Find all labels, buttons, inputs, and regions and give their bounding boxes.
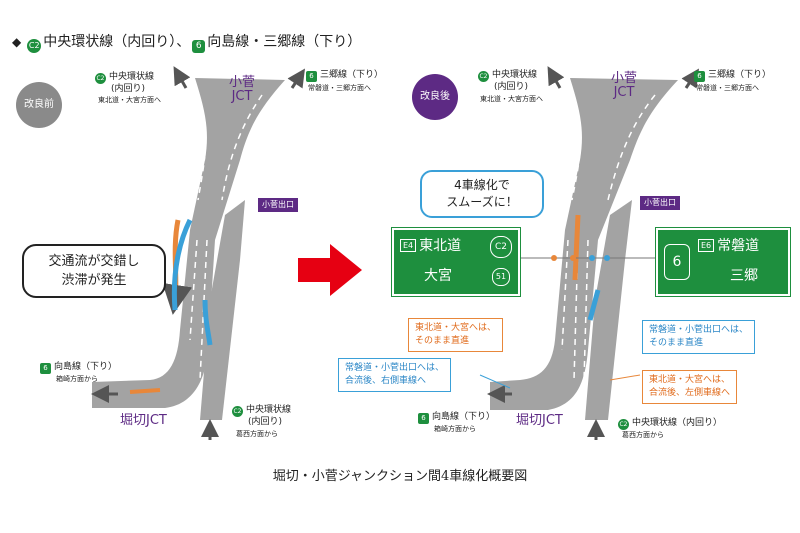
after-main-road	[490, 78, 678, 410]
after-c2-dest: 東北道・大宮方面へ	[480, 95, 543, 103]
after-c2-bottom-from: 葛西方面から	[622, 431, 664, 439]
heading-part2: 向島線・三郷線（下り）	[207, 34, 362, 50]
before-jct-bottom: 堀切JCT	[120, 413, 167, 428]
note-tohoku-straight: 東北道・大宮へは、そのまま直進	[408, 318, 504, 352]
c2-route-icon: C2	[232, 406, 243, 417]
after-badge: 改良後	[412, 74, 458, 120]
after-c2-label2: (内回り)	[494, 82, 529, 92]
c2-route-icon: C2	[95, 73, 106, 84]
c2-route-icon: C2	[478, 71, 489, 82]
after-exit-ramp	[585, 200, 632, 420]
c2-route-icon: C2	[27, 39, 42, 53]
route-6-icon: 6	[40, 363, 51, 374]
before-exit-label: 小菅出口	[258, 198, 298, 212]
route-51-icon: 51	[492, 268, 510, 286]
note-tohoku-merge-left: 東北道・大宮へは、合流後、左側車線へ	[642, 370, 738, 404]
diamond-bullet-icon: ◆	[12, 35, 22, 49]
before-exit-ramp	[200, 200, 245, 420]
route-6-icon: 6	[664, 244, 690, 280]
c2-route-icon: C2	[618, 419, 629, 430]
after-exit-label: 小菅出口	[640, 196, 680, 210]
route-6-icon: 6	[418, 413, 429, 424]
before-mukojima-from: 箱崎方面から	[56, 375, 98, 383]
before-c2-dest: 東北道・大宮方面へ	[98, 96, 161, 104]
before-main-road	[92, 78, 285, 408]
route-6-icon: 6	[306, 71, 317, 82]
route-6-icon: 6	[192, 40, 206, 53]
note-joban-straight: 常磐道・小菅出口へは、そのまま直進	[642, 320, 756, 354]
diagram-caption: 堀切・小菅ジャンクション間4車線化概要図	[272, 469, 528, 484]
before-c2-bottom-from: 葛西方面から	[236, 430, 278, 438]
before-badge: 改良前	[16, 82, 62, 128]
before-bubble: 交通流が交錯し渋滞が発生	[22, 244, 166, 298]
after-mukojima-from: 箱崎方面から	[434, 425, 476, 433]
after-roads	[479, 66, 699, 440]
transition-arrow-icon	[298, 244, 362, 296]
route-6-icon: 6	[694, 71, 705, 82]
before-c2-label2: (内回り)	[111, 84, 146, 94]
note-joban-merge-right: 常磐道・小菅出口へは、合流後、右側車線へ	[338, 358, 452, 392]
after-jct-bottom: 堀切JCT	[516, 413, 563, 428]
c2-ring-icon: C2	[490, 236, 512, 258]
heading-part1: 中央環状線（内回り）、	[43, 34, 191, 50]
after-bubble: 4車線化でスムーズに！	[420, 170, 544, 218]
before-roads	[91, 66, 305, 440]
after-r6-dest: 常磐道・三郷方面へ	[696, 84, 759, 92]
before-r6-dest: 常磐道・三郷方面へ	[308, 84, 371, 92]
before-c2-bottom2: (内回り)	[248, 417, 283, 427]
